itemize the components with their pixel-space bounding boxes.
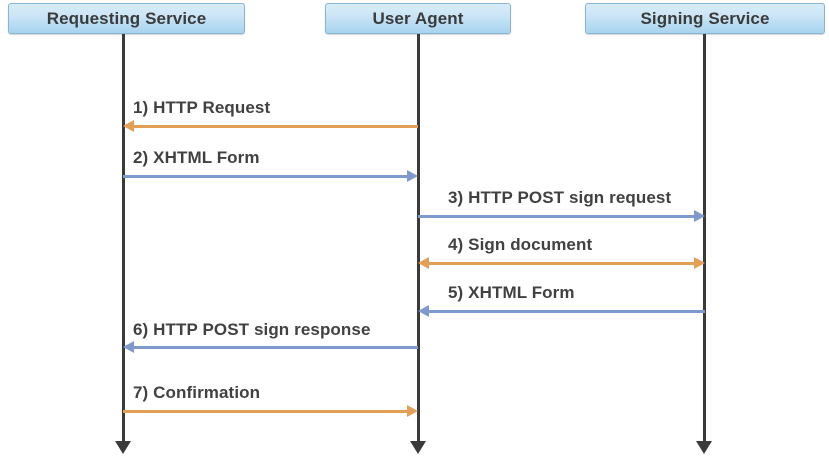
lifeline-arrowhead-user-agent — [410, 441, 426, 454]
message-label-4: 4) Sign document — [448, 235, 593, 254]
participant-label-user-agent: User Agent — [372, 8, 464, 28]
message-line-5 — [428, 310, 705, 313]
lifeline-requesting-service — [122, 34, 125, 444]
message-arrowhead-3-right — [694, 210, 705, 222]
lifeline-signing-service — [703, 34, 706, 444]
participant-label-requesting-service: Requesting Service — [46, 8, 207, 28]
message-arrowhead-4-right — [694, 257, 705, 269]
message-label-3: 3) HTTP POST sign request — [448, 188, 672, 207]
message-arrowhead-5-left — [418, 305, 429, 317]
lifeline-arrowhead-signing-service — [696, 441, 712, 454]
lifeline-arrowhead-requesting-service — [115, 441, 131, 454]
message-label-7: 7) Confirmation — [133, 383, 261, 402]
participant-box-signing-service[interactable]: Signing Service — [585, 3, 825, 34]
message-label-1: 1) HTTP Request — [133, 98, 271, 117]
message-line-6 — [133, 346, 418, 349]
message-line-2 — [123, 175, 408, 178]
message-arrowhead-4-left — [418, 257, 429, 269]
message-arrowhead-1-left — [123, 120, 134, 132]
participant-label-signing-service: Signing Service — [640, 8, 770, 28]
message-line-4 — [428, 262, 695, 265]
lifeline-user-agent — [417, 34, 420, 444]
message-line-1 — [133, 125, 418, 128]
participant-box-requesting-service[interactable]: Requesting Service — [8, 3, 245, 34]
message-label-5: 5) XHTML Form — [448, 283, 575, 302]
message-arrowhead-7-right — [407, 405, 418, 417]
message-line-3 — [418, 215, 695, 218]
message-arrowhead-6-left — [123, 341, 134, 353]
message-label-2: 2) XHTML Form — [133, 148, 260, 167]
message-label-6: 6) HTTP POST sign response — [133, 320, 371, 339]
message-arrowhead-2-right — [407, 170, 418, 182]
message-line-7 — [123, 410, 408, 413]
participant-box-user-agent[interactable]: User Agent — [325, 3, 511, 34]
